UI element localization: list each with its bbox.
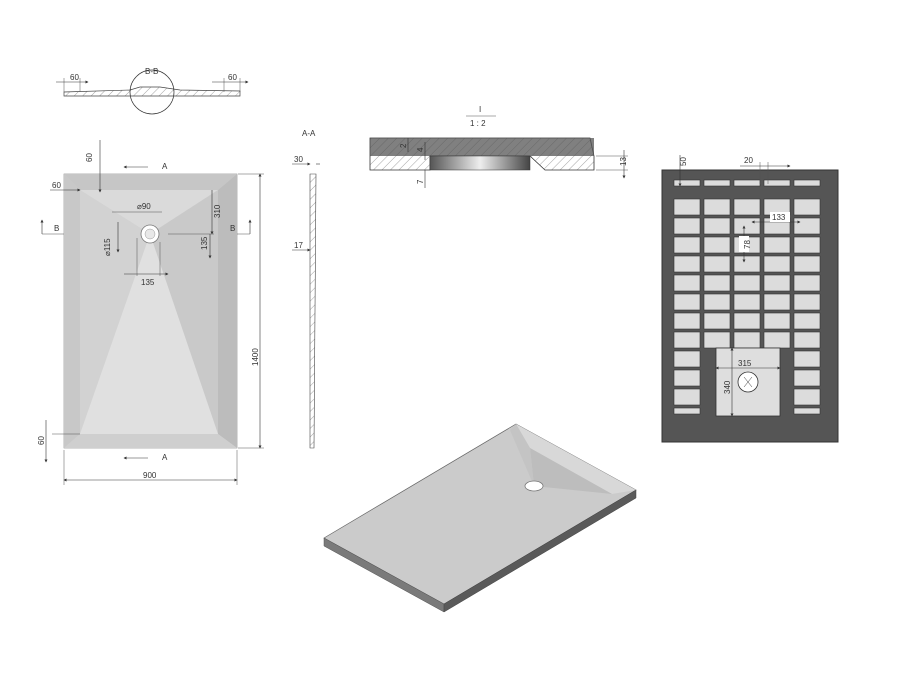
dim-width: 900	[143, 471, 157, 480]
dim-aa-thickness: 30	[294, 155, 303, 164]
rib-cell	[793, 369, 821, 387]
rib-cell	[733, 312, 761, 330]
dim-pad-height: 340	[723, 380, 732, 394]
dim-pad-width: 315	[738, 359, 752, 368]
cut-b-right: B	[230, 224, 235, 233]
iso-top-surface	[323, 423, 637, 605]
dim-drain-offset-x: 135	[141, 278, 155, 287]
rib-cell	[703, 236, 731, 254]
dim-drain-from-top: 310	[213, 204, 222, 218]
dim-drain-from-side: 135	[200, 236, 209, 250]
rib-cell	[793, 407, 821, 415]
rib-cell	[673, 274, 701, 292]
rib-grid	[673, 179, 821, 415]
section-aa-label: A-A	[302, 129, 316, 138]
rib-cell	[793, 255, 821, 273]
rib-cell	[703, 198, 731, 216]
rib-cell	[733, 331, 761, 349]
dim-cell-height: 78	[743, 240, 752, 249]
cut-b-left: B	[54, 224, 59, 233]
rib-cell	[733, 198, 761, 216]
rib-cell	[673, 236, 701, 254]
rib-cell	[703, 179, 731, 187]
section-bb-view: B-B 60 60	[56, 67, 249, 115]
dim-cell-width: 133	[772, 213, 786, 222]
rib-cell	[763, 331, 791, 349]
iso-right-side	[443, 489, 637, 613]
dim-detail-2: 4	[416, 147, 425, 152]
rib-cell	[763, 312, 791, 330]
dim-detail-4: 13	[619, 157, 628, 166]
section-bb-label: B-B	[145, 67, 158, 76]
rib-cell	[673, 255, 701, 273]
bb-dim-right: 60	[228, 73, 237, 82]
rib-cell	[733, 293, 761, 311]
detail-circle	[129, 69, 175, 115]
rib-cell	[703, 312, 731, 330]
dim-detail-1: 2	[399, 143, 408, 148]
cut-a-bottom: A	[162, 453, 168, 462]
rib-cell	[673, 198, 701, 216]
section-aa-view: A-A 30 17	[292, 129, 320, 449]
dim-aa-edge: 17	[294, 241, 303, 250]
rib-cell	[703, 331, 731, 349]
tray-isometric-view	[323, 423, 637, 613]
rib-cell	[673, 179, 701, 187]
iso-drain-hole	[524, 480, 544, 492]
rib-cell	[733, 179, 761, 187]
tray-top-view: A A B B 60 60 ⌀90 ⌀115 310 135 135 60 90…	[37, 140, 264, 485]
section-aa-profile	[309, 173, 317, 449]
detail-label: I	[479, 105, 481, 114]
dim-bottom-margin: 60	[37, 436, 46, 445]
rib-cell	[673, 312, 701, 330]
detail-view: I 1 : 2 2 4 7 13	[369, 105, 628, 188]
rib-cell	[763, 274, 791, 292]
rib-cell	[673, 388, 701, 406]
rib-cell	[793, 217, 821, 235]
dim-bottom-edge: 50	[679, 157, 688, 166]
rib-cell	[733, 255, 761, 273]
dim-outer-dia: ⌀115	[103, 238, 112, 256]
rib-cell	[793, 274, 821, 292]
rib-cell	[703, 255, 731, 273]
rib-cell	[733, 274, 761, 292]
rib-cell	[793, 312, 821, 330]
rib-cell	[673, 369, 701, 387]
rib-cell	[673, 331, 701, 349]
dim-drain-dia: ⌀90	[137, 202, 151, 211]
rib-cell	[793, 236, 821, 254]
rib-cell	[673, 217, 701, 235]
rib-cell	[733, 217, 761, 235]
cut-a-top: A	[162, 162, 168, 171]
dim-detail-3: 7	[416, 179, 425, 184]
rib-cell	[703, 217, 731, 235]
rib-cell	[673, 407, 701, 415]
detail-scale: 1 : 2	[470, 119, 486, 128]
dim-left-margin: 60	[52, 181, 61, 190]
rib-cell	[763, 179, 791, 187]
rib-cell	[793, 331, 821, 349]
rib-cell	[763, 236, 791, 254]
rib-cell	[793, 293, 821, 311]
rib-cell	[673, 350, 701, 368]
rib-cell	[673, 293, 701, 311]
section-bb-profile	[63, 86, 241, 97]
rib-cell	[763, 255, 791, 273]
rib-cell	[763, 293, 791, 311]
rib-cell	[793, 179, 821, 187]
detail-drain	[429, 155, 531, 171]
rib-cell	[793, 388, 821, 406]
rib-cell	[703, 293, 731, 311]
dim-length: 1400	[251, 348, 260, 366]
bb-dim-left: 60	[70, 73, 79, 82]
rib-cell	[703, 274, 731, 292]
dim-top-margin: 60	[85, 153, 94, 162]
rib-cell	[793, 350, 821, 368]
dim-bottom-rib: 20	[744, 156, 753, 165]
rib-cell	[793, 198, 821, 216]
tray-bottom-view: 50 20 133 78 315 340	[661, 155, 839, 443]
